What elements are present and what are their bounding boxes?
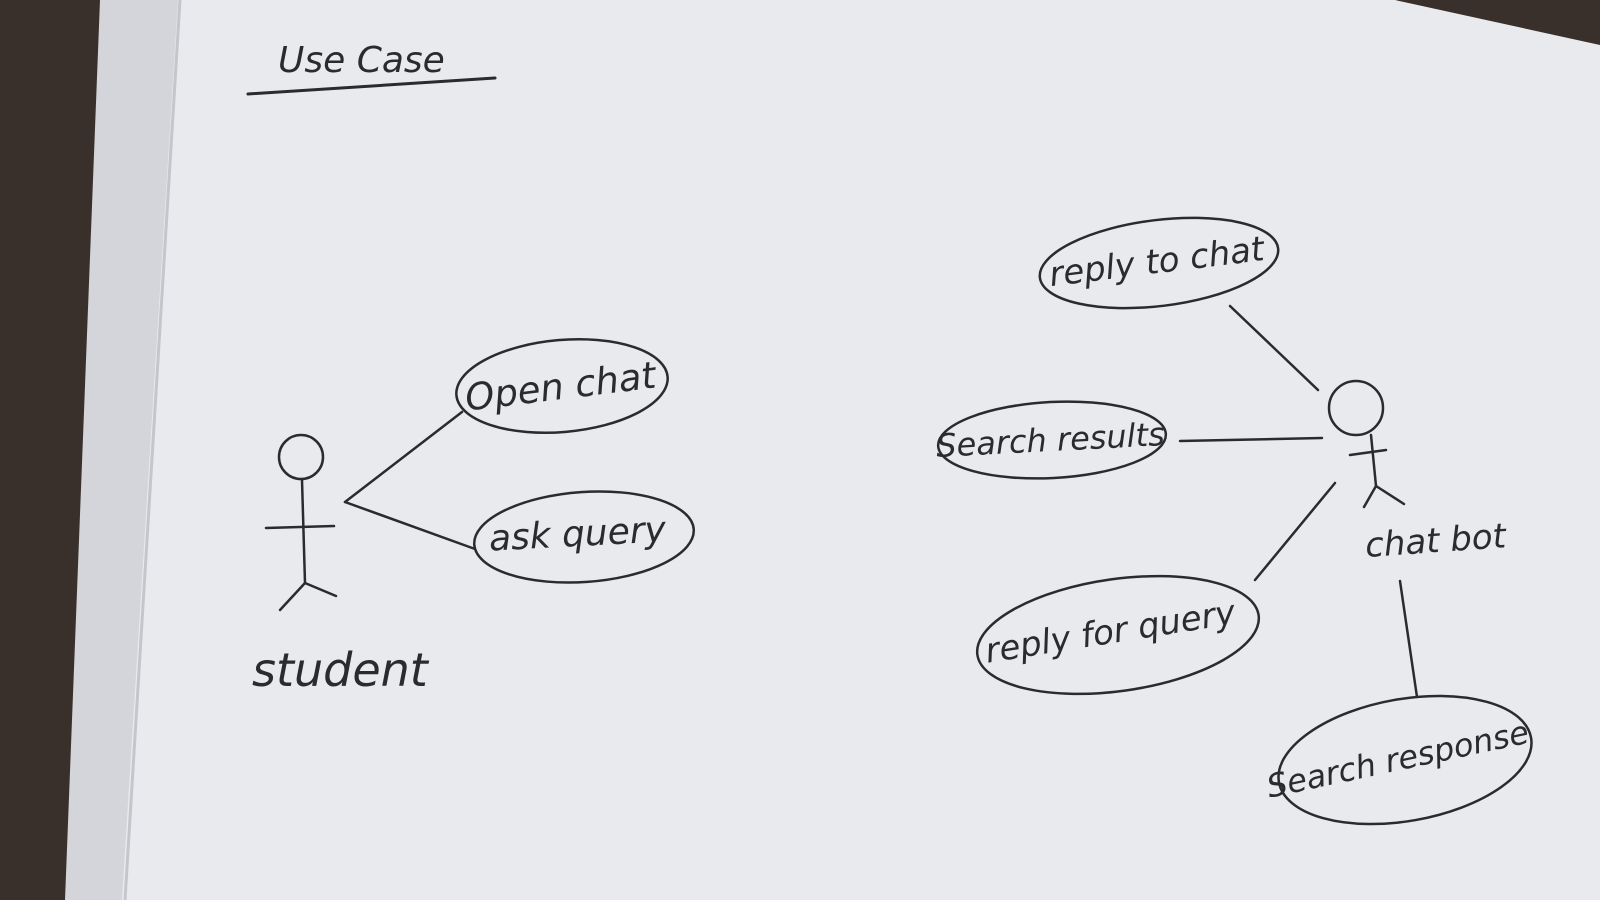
- actor-student: student: [252, 433, 430, 697]
- association-chatbot-search-results: [1178, 436, 1324, 443]
- actor-chatbot: chat bot: [1327, 379, 1509, 566]
- chatbot-body: [1369, 433, 1378, 488]
- use-case-open-chat-ellipse: [455, 338, 669, 434]
- use-case-reply-for-query-ellipse: [975, 574, 1261, 696]
- association-student-ask-query: [343, 500, 477, 551]
- chatbot-head-icon: [1327, 379, 1385, 437]
- chatbot-label: chat bot: [1364, 516, 1509, 566]
- chatbot-right-leg: [1374, 484, 1406, 506]
- association-chatbot-reply-to-chat: [1228, 304, 1320, 392]
- student-arms: [264, 524, 336, 530]
- student-body: [300, 478, 307, 585]
- student-label: student: [252, 643, 430, 697]
- student-head-icon: [277, 433, 325, 481]
- notebook-back-page: [65, 0, 185, 900]
- student-left-leg: [278, 581, 307, 612]
- paper-page: [122, 0, 1600, 900]
- use-case-ask-query-label: ask query: [488, 509, 668, 559]
- use-case-search-results-ellipse: [936, 400, 1168, 480]
- title-underline: [246, 76, 497, 96]
- association-student-open-chat: [343, 410, 464, 504]
- use-case-search-response-ellipse: [1277, 694, 1533, 826]
- chatbot-left-leg: [1362, 484, 1378, 509]
- student-right-leg: [303, 581, 338, 598]
- association-chatbot-reply-for-query: [1253, 481, 1337, 582]
- use-case-ask-query-ellipse: [472, 490, 696, 584]
- associations: [343, 304, 1419, 699]
- use-case-reply-to-chat-ellipse: [1038, 216, 1280, 310]
- association-chatbot-search-response: [1398, 579, 1419, 699]
- use-case-ask-query: ask query: [472, 490, 696, 584]
- page-edge-line: [123, 0, 182, 900]
- diagram-title: Use Case: [278, 40, 445, 81]
- chatbot-arms: [1348, 448, 1388, 457]
